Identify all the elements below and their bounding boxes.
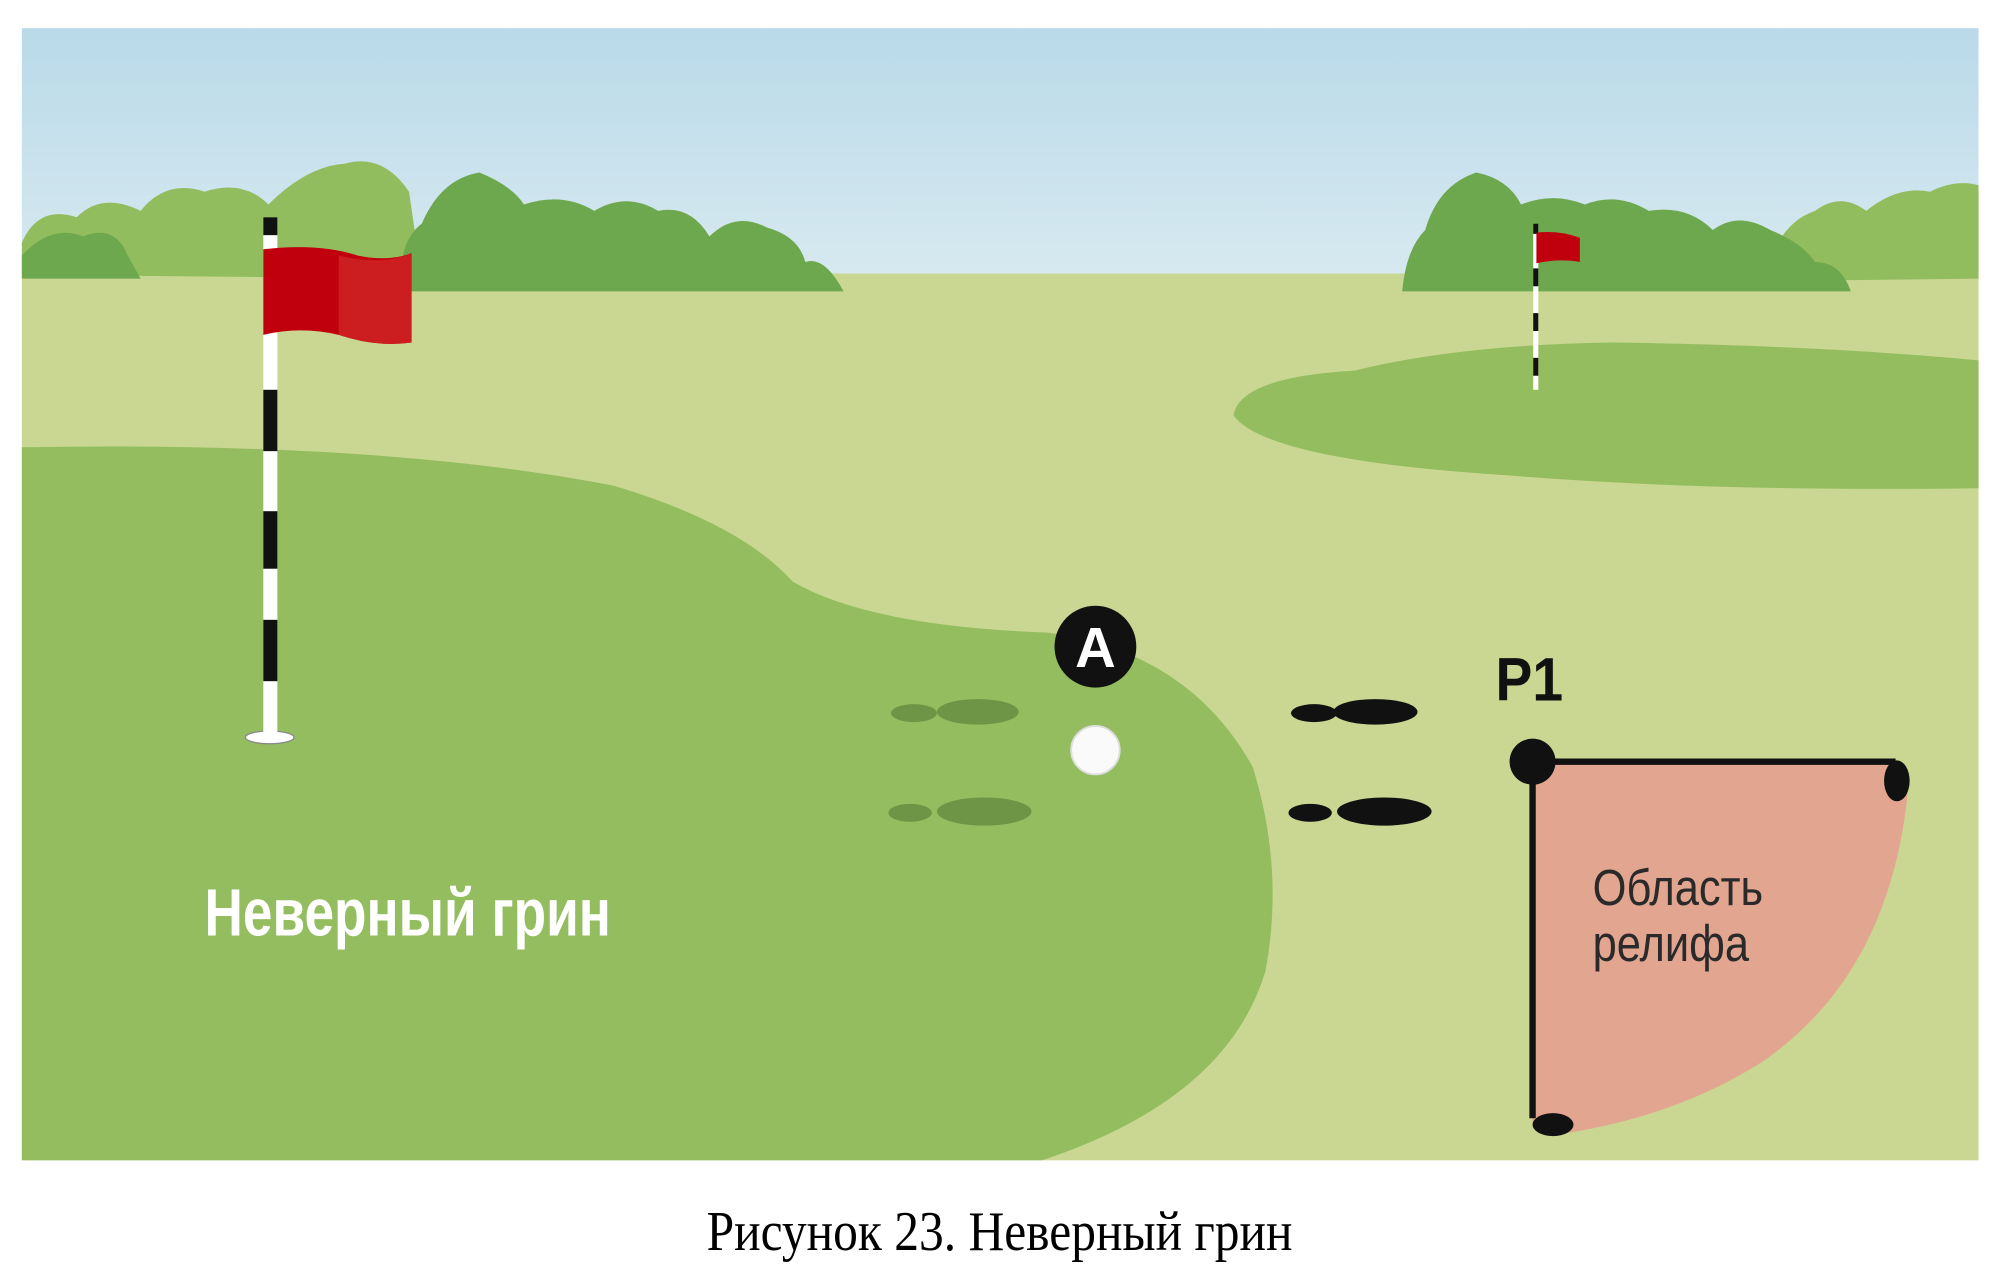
point-p1-marker xyxy=(1509,738,1556,785)
footprints-to-p1 xyxy=(1288,699,1432,826)
footprints-before-ball xyxy=(888,699,1032,826)
flag-icon xyxy=(1536,231,1580,264)
relief-area-end-marker xyxy=(1532,1113,1574,1137)
relief-area-border xyxy=(1529,758,1896,1119)
relief-area-label-line1: Область xyxy=(1593,860,1764,917)
correct-green-flagstick xyxy=(1533,223,1580,390)
relief-area xyxy=(1532,761,1909,1135)
relief-area-label-line2: релифа xyxy=(1593,916,1750,973)
wrong-green xyxy=(21,446,1273,1161)
wrong-green-label: Неверный грин xyxy=(205,876,611,950)
relief-area-end-marker xyxy=(1884,760,1910,802)
figure-caption: Рисунок 23. Неверный грин xyxy=(707,1201,1293,1263)
point-a-marker xyxy=(1054,605,1137,688)
point-p1-label: P1 xyxy=(1496,646,1564,714)
wrong-green-flagstick xyxy=(244,217,412,745)
correct-green xyxy=(1233,342,1979,489)
trees-right xyxy=(1402,172,1979,292)
point-a-label: A xyxy=(1075,616,1116,679)
golf-ball xyxy=(1070,724,1121,776)
